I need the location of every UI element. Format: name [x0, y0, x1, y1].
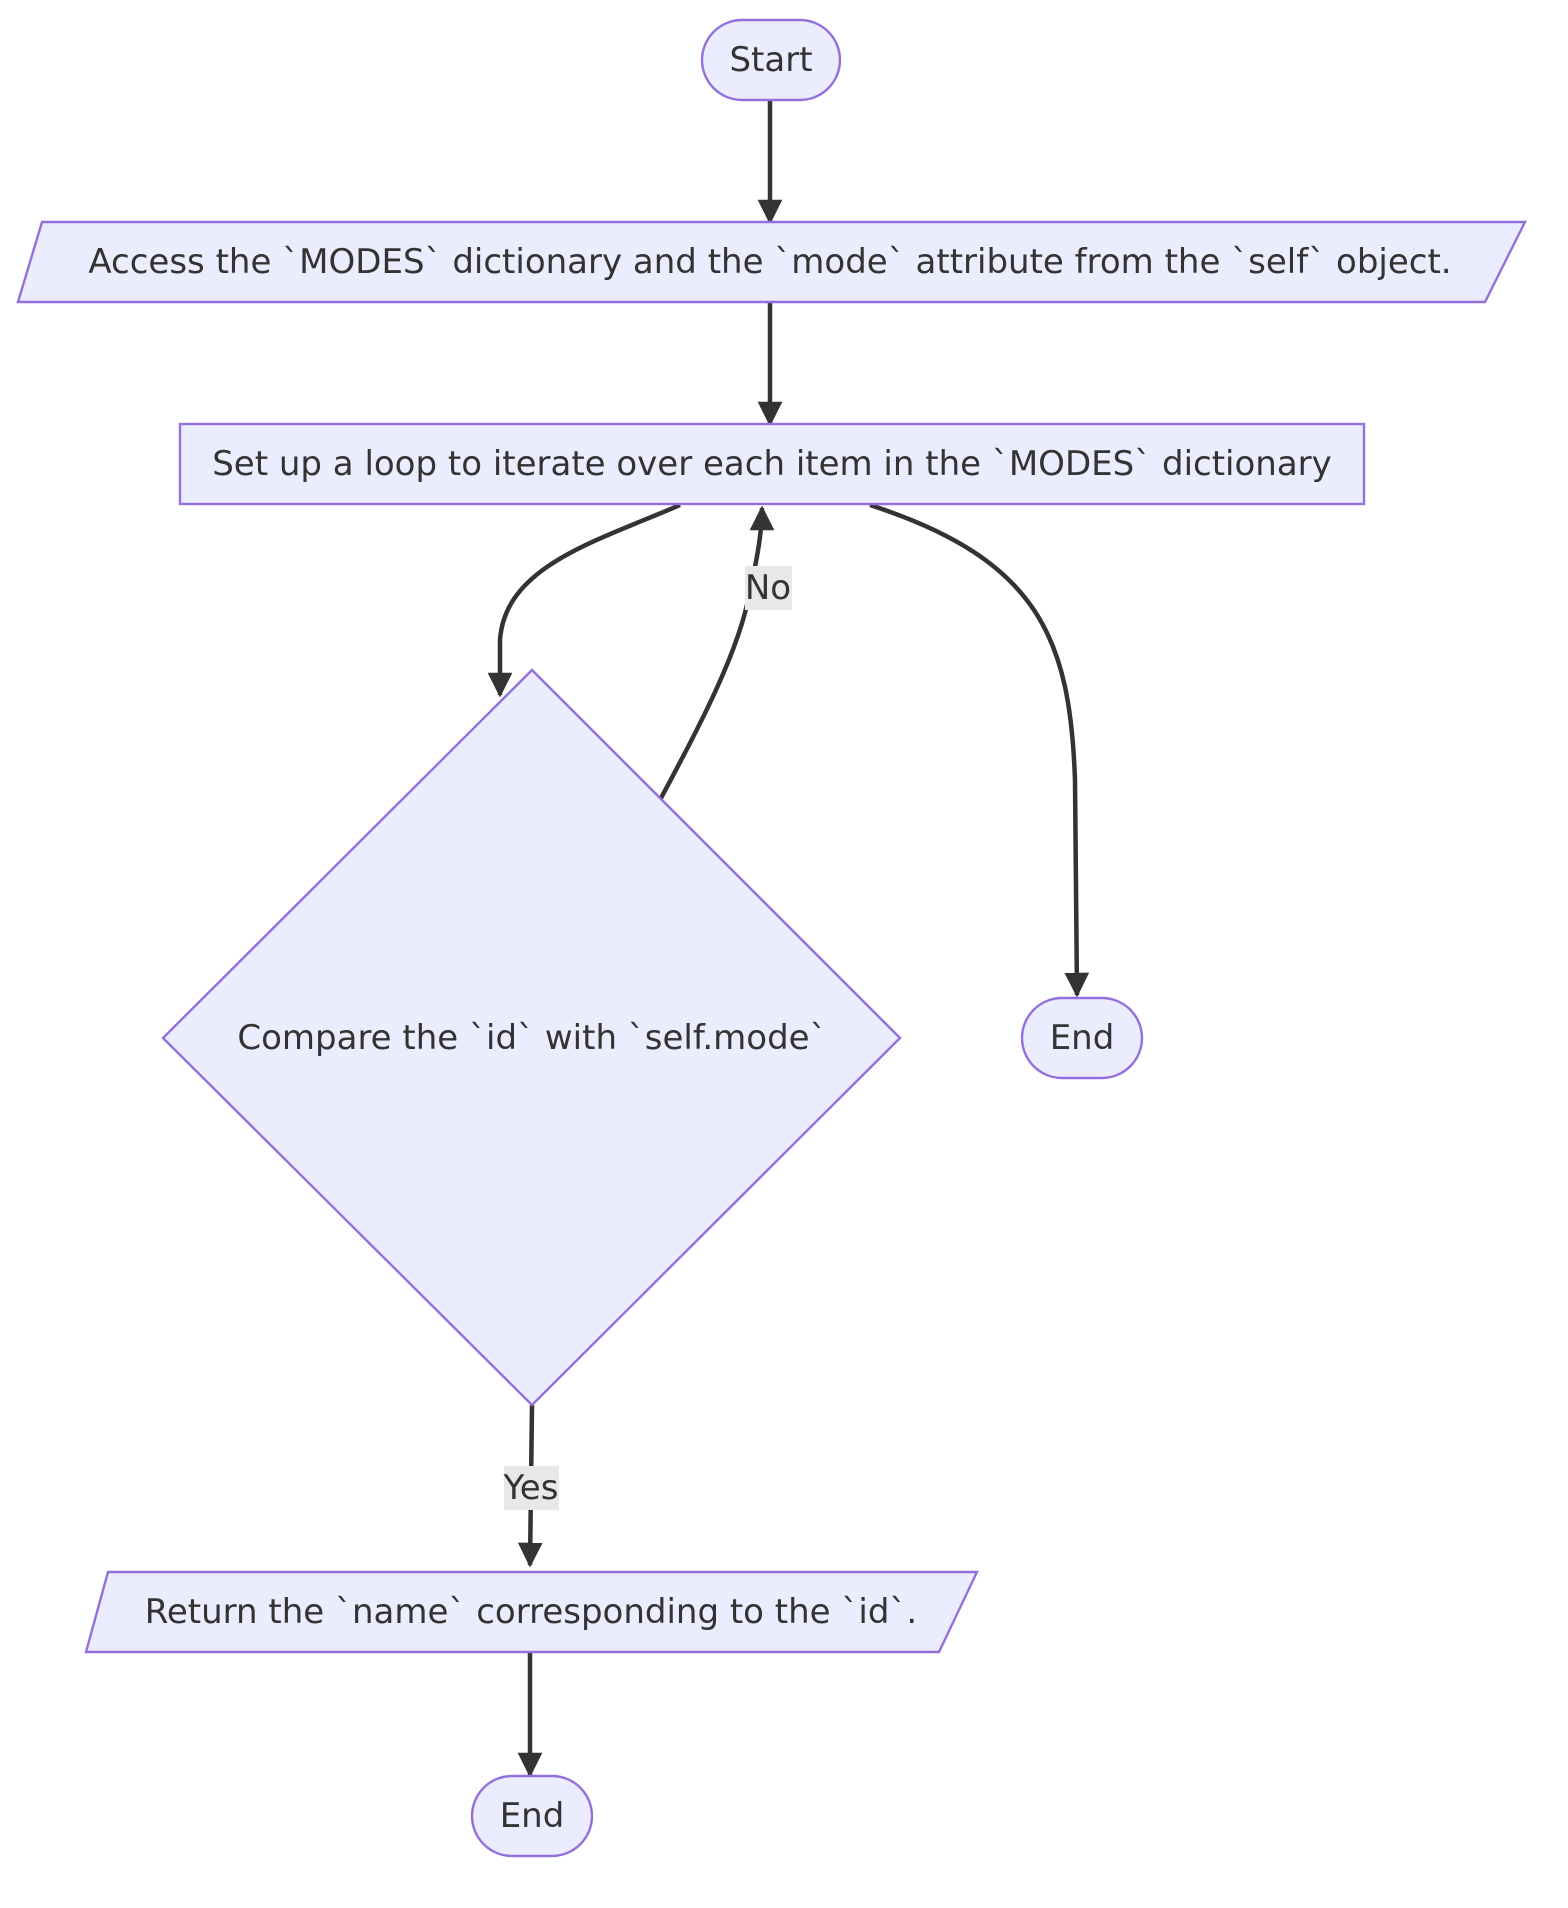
node-compare: Compare the `id` with `self.mode`	[161, 668, 902, 1407]
edge-label-no-text: No	[745, 568, 791, 608]
node-end-loop: End	[1020, 996, 1144, 1080]
node-start-shape	[700, 18, 842, 102]
node-access-label: Access the `MODES` dictionary and the `m…	[88, 242, 1451, 282]
edge-label-no: No	[745, 566, 792, 610]
node-start-label: Start	[729, 40, 812, 80]
node-access-shape	[16, 220, 1527, 304]
node-compare-label: Compare the `id` with `self.mode`	[237, 1018, 826, 1058]
node-return-shape	[84, 1570, 979, 1654]
node-access: Access the `MODES` dictionary and the `m…	[16, 220, 1527, 304]
edge-label-no-background	[745, 566, 792, 610]
node-return-label: Return the `name` corresponding to the `…	[145, 1592, 918, 1632]
node-compare-shape	[161, 668, 902, 1407]
node-end-loop-shape	[1020, 996, 1144, 1080]
edge-loop-to-end	[869, 502, 1090, 998]
edge-compare-to-loop-no	[658, 505, 775, 802]
node-start: Start	[700, 18, 842, 102]
edge-label-yes: Yes	[503, 1466, 559, 1510]
node-end-final-label: End	[500, 1796, 565, 1836]
node-loop-shape	[178, 422, 1366, 506]
node-end-final-shape	[470, 1774, 594, 1858]
edge-loop-to-compare	[487, 502, 681, 698]
node-loop-label: Set up a loop to iterate over each item …	[212, 444, 1332, 484]
edge-label-yes-background	[504, 1466, 559, 1510]
node-loop: Set up a loop to iterate over each item …	[178, 422, 1366, 506]
node-end-loop-label: End	[1050, 1018, 1115, 1058]
node-end-final: End	[470, 1774, 594, 1858]
node-return: Return the `name` corresponding to the `…	[84, 1570, 979, 1654]
edge-label-yes-text: Yes	[503, 1468, 559, 1508]
